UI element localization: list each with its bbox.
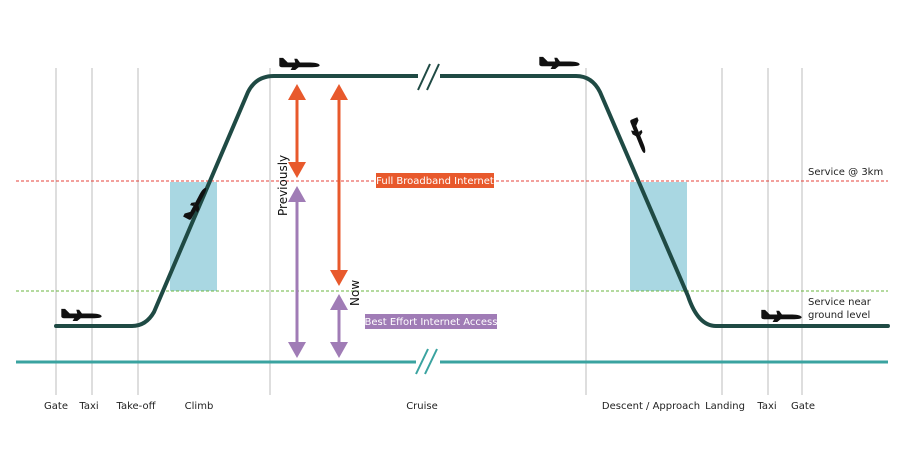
climb-coverage-zone xyxy=(170,182,217,291)
now-label: Now xyxy=(348,280,362,306)
airplane-icon xyxy=(539,56,580,69)
phase-label-taxi-left: Taxi xyxy=(78,401,98,412)
previously-best-effort-arrow xyxy=(288,186,306,358)
service-ground-label-line1: Service near xyxy=(808,297,872,308)
previously-full-arrow xyxy=(288,84,306,178)
full-broadband-badge-text: Full Broadband Internet xyxy=(376,176,494,187)
airplane-icon xyxy=(627,117,651,155)
airplane-icon xyxy=(279,57,320,70)
phase-gridlines xyxy=(55,68,803,395)
axis-break-icon xyxy=(417,63,440,91)
phase-label-takeoff: Take-off xyxy=(116,401,157,412)
phase-label-taxi-right: Taxi xyxy=(756,401,776,412)
phase-labels: Gate Taxi Take-off Climb Cruise Descent … xyxy=(44,401,815,412)
phase-label-descent: Descent / Approach xyxy=(602,401,700,412)
full-broadband-badge xyxy=(376,173,494,188)
phase-label-gate-right: Gate xyxy=(791,401,815,412)
axis-break-icon xyxy=(415,348,440,375)
previously-label: Previously xyxy=(276,155,290,216)
phase-label-climb: Climb xyxy=(185,401,214,412)
best-effort-badge-text: Best Effort Internet Access xyxy=(365,317,498,328)
phase-label-landing: Landing xyxy=(705,401,745,412)
now-best-effort-arrow xyxy=(330,294,348,358)
service-ground-label-line2: ground level xyxy=(808,310,870,321)
airplane-icon xyxy=(761,309,802,322)
airplane-icon xyxy=(61,308,102,321)
best-effort-badge xyxy=(365,314,497,329)
phase-label-gate-left: Gate xyxy=(44,401,68,412)
now-full-arrow xyxy=(330,84,348,286)
phase-label-cruise: Cruise xyxy=(406,401,438,412)
service-3km-label: Service @ 3km xyxy=(808,167,883,178)
